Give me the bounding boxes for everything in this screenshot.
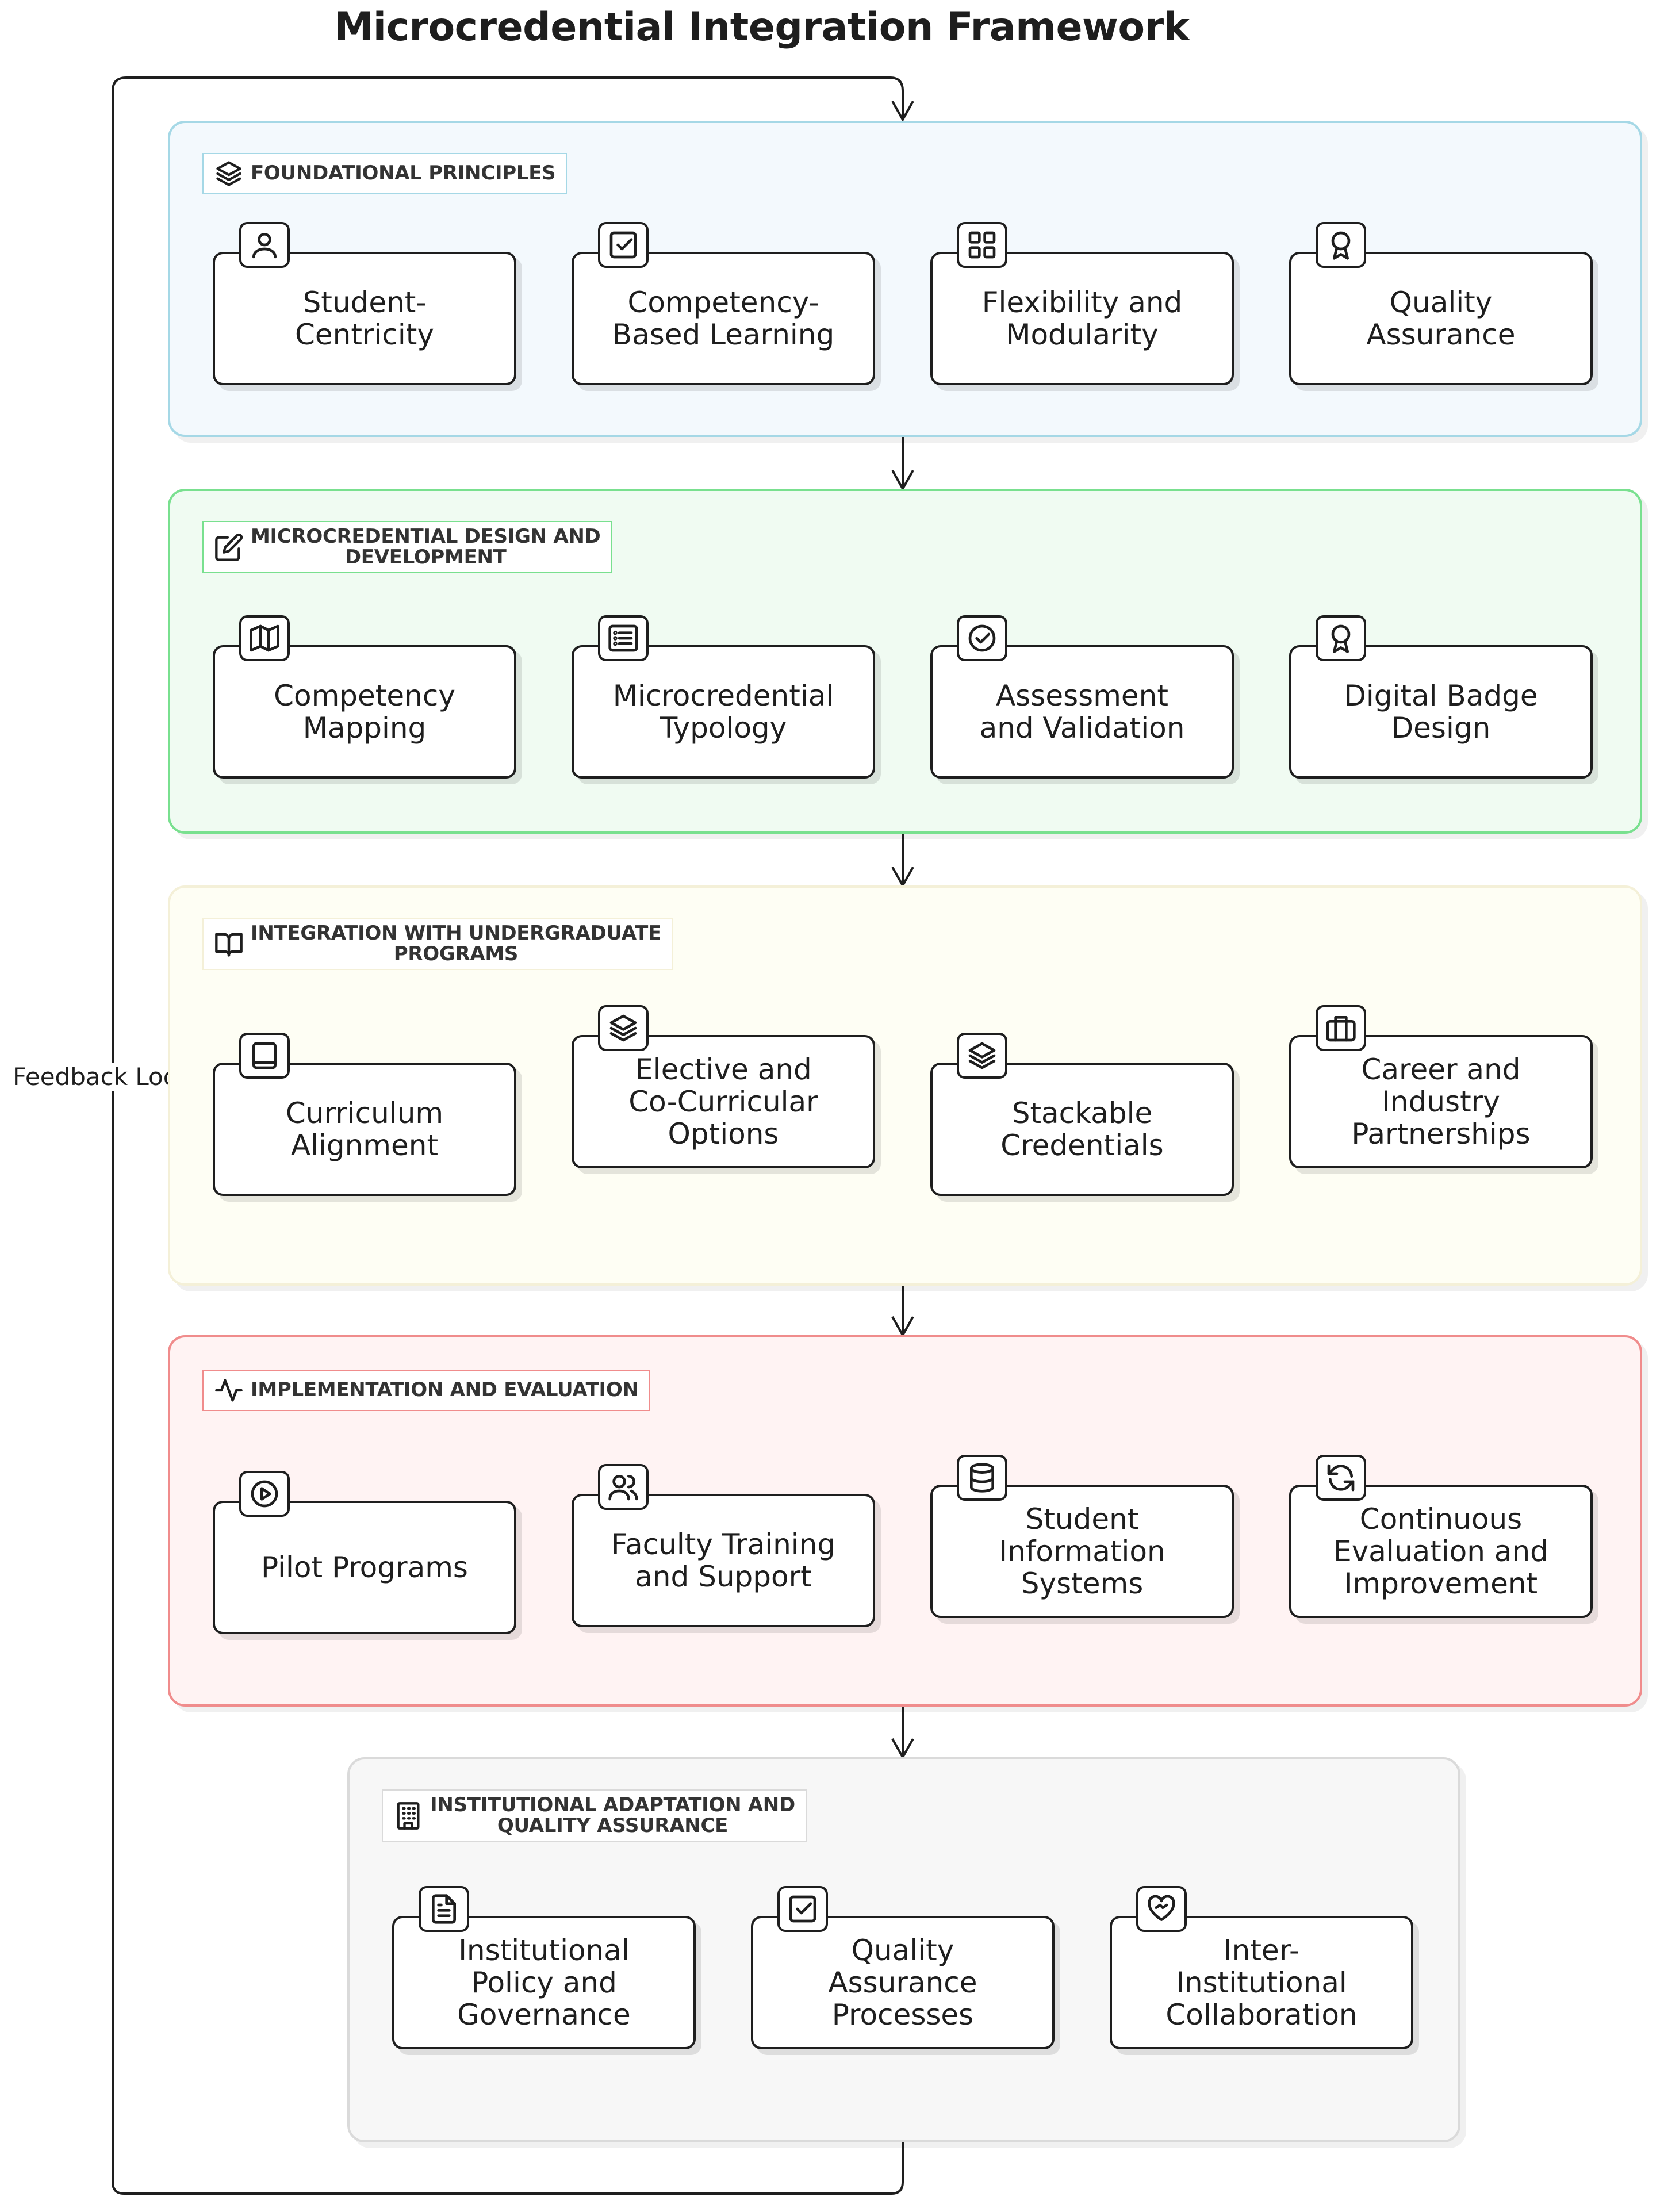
section-header-implementation: IMPLEMENTATION AND EVALUATION	[202, 1370, 650, 1411]
card-label: Institutional Policy and Governance	[457, 1934, 631, 2031]
card-label: Flexibility and Modularity	[981, 286, 1183, 351]
flow-arrow-2	[891, 829, 914, 888]
book-icon	[239, 1033, 290, 1079]
card: Career and Industry Partnerships	[1289, 1005, 1593, 1168]
section-foundational: FOUNDATIONAL PRINCIPLES Student- Centrici…	[168, 121, 1642, 437]
card-label: Student Information Systems	[999, 1502, 1165, 1600]
layers-icon	[214, 159, 244, 189]
building-icon	[393, 1801, 423, 1831]
card: Microcredential Typology	[572, 615, 875, 779]
card: Competency Mapping	[213, 615, 516, 779]
card: Faculty Training and Support	[572, 1464, 875, 1627]
card: Student Information Systems	[930, 1455, 1234, 1618]
section-header-text: MICROCREDENTIAL DESIGN AND DEVELOPMENT	[251, 525, 601, 569]
card-label: Pilot Programs	[261, 1551, 468, 1584]
card-label: Continuous Evaluation and Improvement	[1333, 1502, 1548, 1600]
list-icon	[598, 615, 649, 661]
card: Student- Centricity	[213, 222, 516, 385]
card-label: Faculty Training and Support	[611, 1528, 836, 1593]
play-circle-icon	[239, 1471, 290, 1517]
card-label: Quality Assurance	[1366, 286, 1516, 351]
check-square-icon	[598, 222, 649, 268]
card-label: Microcredential Typology	[612, 679, 834, 745]
grid-icon	[957, 222, 1007, 268]
feedback-loop-label: Feedback Loop	[10, 1063, 196, 1091]
diagram-title: Microcredential Integration Framework	[334, 5, 1190, 50]
section-header-design: MICROCREDENTIAL DESIGN AND DEVELOPMENT	[202, 521, 612, 574]
card-label: Assessment and Validation	[979, 679, 1185, 745]
book-open-icon	[214, 929, 244, 959]
card: Inter- Institutional Collaboration	[1110, 1886, 1413, 2049]
card: Pilot Programs	[213, 1471, 516, 1634]
section-header-text: FOUNDATIONAL PRINCIPLES	[251, 162, 556, 185]
file-text-icon	[419, 1886, 469, 1932]
card-label: Competency- Based Learning	[612, 286, 835, 351]
section-header-institutional: INSTITUTIONAL ADAPTATION AND QUALITY ASS…	[382, 1789, 807, 1842]
award-icon	[1316, 222, 1366, 268]
card: Digital Badge Design	[1289, 615, 1593, 779]
award-icon	[1316, 615, 1366, 661]
card: Assessment and Validation	[930, 615, 1234, 779]
card: Quality Assurance	[1289, 222, 1593, 385]
card: Quality Assurance Processes	[751, 1886, 1055, 2049]
feedback-loop-line	[112, 76, 904, 2195]
section-implementation: IMPLEMENTATION AND EVALUATION Pilot Progr…	[168, 1335, 1642, 1707]
users-icon	[598, 1464, 649, 1510]
flow-arrow-3	[891, 1281, 914, 1338]
refresh-icon	[1316, 1455, 1366, 1501]
flow-arrow-4	[891, 1702, 914, 1760]
map-icon	[239, 615, 290, 661]
card: Curriculum Alignment	[213, 1033, 516, 1196]
section-header-foundational: FOUNDATIONAL PRINCIPLES	[202, 153, 568, 194]
layers-icon	[957, 1033, 1007, 1079]
user-icon	[239, 222, 290, 268]
section-integration: INTEGRATION WITH UNDERGRADUATE PROGRAMS C…	[168, 885, 1642, 1286]
database-icon	[957, 1455, 1007, 1501]
check-circle-icon	[957, 615, 1007, 661]
section-design: MICROCREDENTIAL DESIGN AND DEVELOPMENT Co…	[168, 489, 1642, 834]
card: Continuous Evaluation and Improvement	[1289, 1455, 1593, 1618]
card: Competency- Based Learning	[572, 222, 875, 385]
card-label: Digital Badge Design	[1344, 679, 1538, 745]
card-label: Inter- Institutional Collaboration	[1165, 1934, 1358, 2031]
handshake-heart-icon	[1136, 1886, 1187, 1932]
section-header-text: IMPLEMENTATION AND EVALUATION	[251, 1378, 639, 1402]
section-header-integration: INTEGRATION WITH UNDERGRADUATE PROGRAMS	[202, 918, 673, 971]
section-institutional: INSTITUTIONAL ADAPTATION AND QUALITY ASS…	[347, 1757, 1460, 2142]
briefcase-icon	[1316, 1005, 1366, 1051]
card-label: Curriculum Alignment	[285, 1097, 444, 1162]
section-header-text: INTEGRATION WITH UNDERGRADUATE PROGRAMS	[251, 922, 661, 965]
layers-icon	[598, 1005, 649, 1051]
section-header-text: INSTITUTIONAL ADAPTATION AND QUALITY ASS…	[430, 1793, 795, 1837]
card-label: Elective and Co-Curricular Options	[628, 1053, 818, 1151]
card-label: Stackable Credentials	[1000, 1097, 1164, 1162]
feedback-arrowhead	[891, 101, 914, 122]
flow-arrow-1	[891, 432, 914, 492]
card: Flexibility and Modularity	[930, 222, 1234, 385]
card: Stackable Credentials	[930, 1033, 1234, 1196]
card: Institutional Policy and Governance	[392, 1886, 696, 2049]
edit-icon	[214, 532, 244, 562]
card-label: Competency Mapping	[274, 679, 455, 745]
card-label: Career and Industry Partnerships	[1351, 1053, 1531, 1151]
card-label: Quality Assurance Processes	[828, 1934, 977, 2031]
check-square-icon	[777, 1886, 828, 1932]
card-label: Student- Centricity	[295, 286, 434, 351]
card: Elective and Co-Curricular Options	[572, 1005, 875, 1168]
activity-icon	[214, 1375, 244, 1405]
